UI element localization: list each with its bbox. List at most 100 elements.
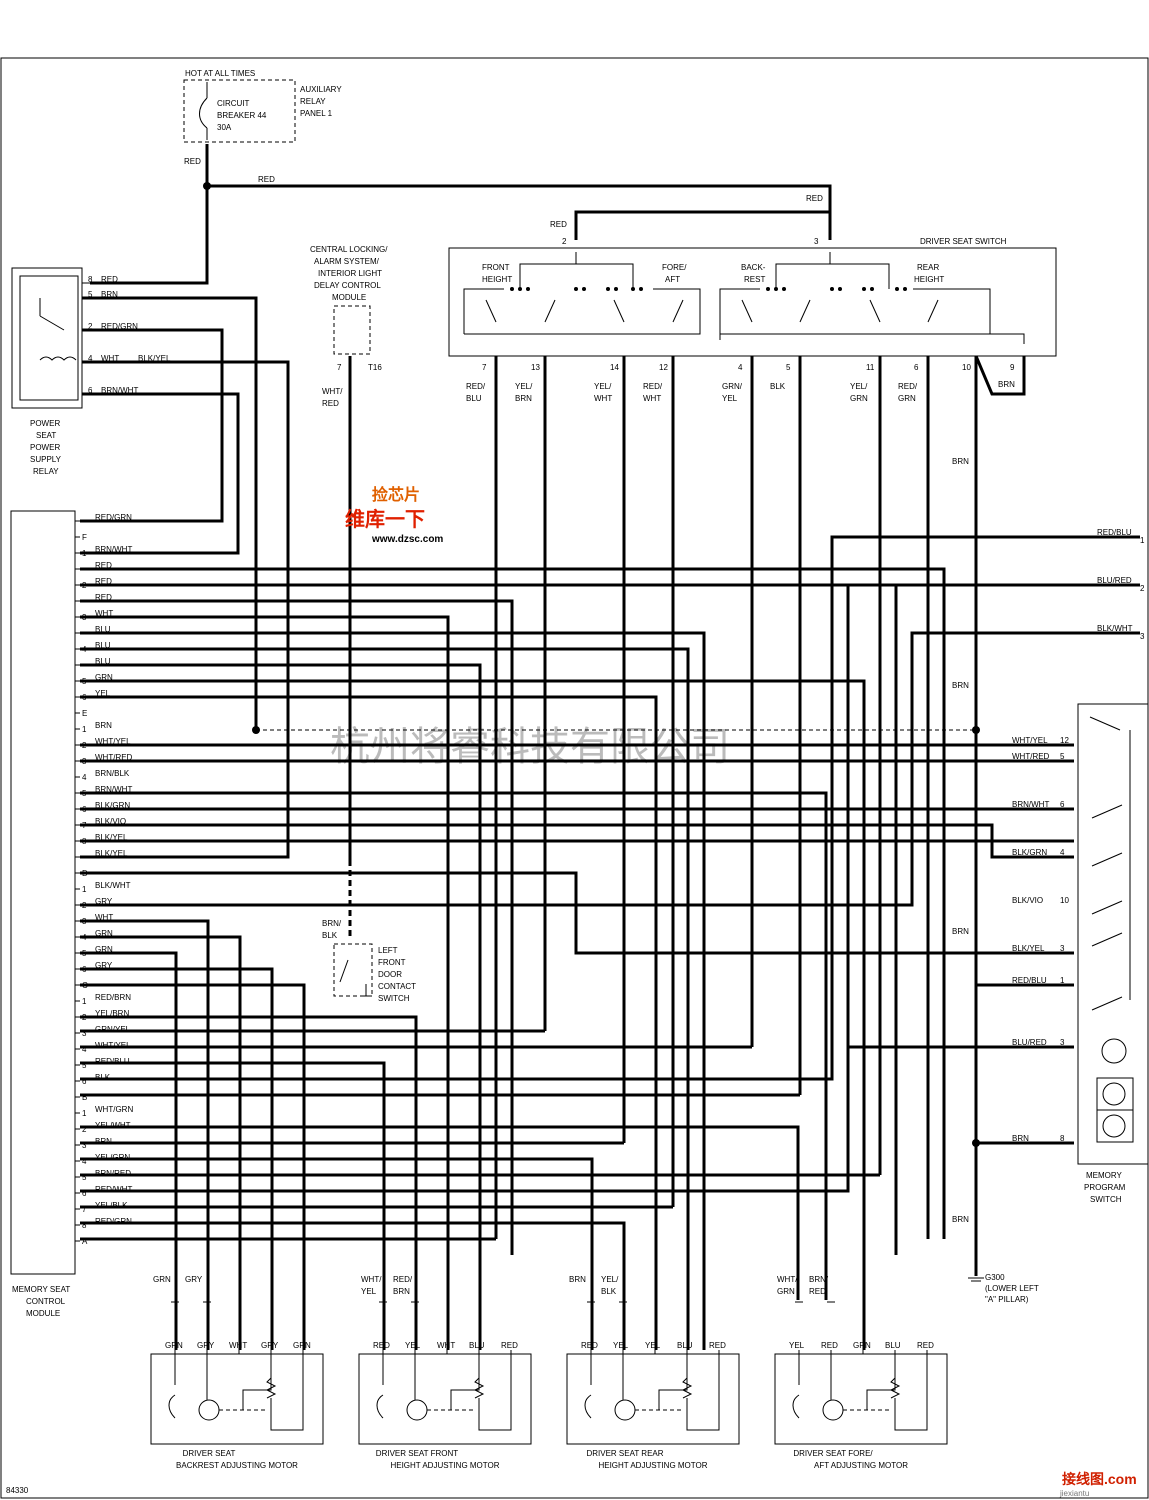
- ground-line-1: (LOWER LEFT: [985, 1284, 1039, 1293]
- motor-connector-label-1: YEL/: [601, 1275, 619, 1284]
- relay-red-grn-wire: [80, 328, 224, 523]
- brn-label-4: BRN: [952, 1215, 969, 1224]
- module-wire-label: WHT/GRN: [95, 1105, 133, 1114]
- central-locking-module: CENTRAL LOCKING/ ALARM SYSTEM/ INTERIOR …: [310, 245, 388, 408]
- motor-label-2: HEIGHT ADJUSTING MOTOR: [390, 1461, 499, 1470]
- relay-pin-6: 6: [88, 386, 93, 395]
- switch-wire-label-2: YEL: [722, 394, 738, 403]
- module-pin: 1: [82, 1109, 87, 1118]
- motor-label-2: BACKREST ADJUSTING MOTOR: [176, 1461, 298, 1470]
- motor-connector-label-1: WHT/: [361, 1275, 382, 1284]
- switch-pin-labels: 7RED/BLU13YEL/BRN14YEL/WHT12RED/WHT4GRN/…: [466, 363, 1015, 403]
- switch-contacts: [510, 287, 907, 291]
- switch-pin-number: 11: [866, 363, 875, 372]
- red-label-switch: RED: [806, 194, 823, 203]
- relay-panel-line-1: AUXILIARY: [300, 85, 342, 94]
- motor-icon: [198, 1399, 220, 1421]
- mps-pin: 10: [1060, 896, 1069, 905]
- mps-label-3: SWITCH: [1090, 1195, 1122, 1204]
- module-wire-label: WHT: [95, 609, 113, 618]
- module-wire-label: RED: [95, 577, 112, 586]
- motor-label-1: DRIVER SEAT FRONT: [376, 1449, 458, 1458]
- module-pin: F: [82, 533, 87, 542]
- ext-pin: 2: [1140, 584, 1145, 593]
- mps-label-1: MEMORY: [1086, 1171, 1123, 1180]
- brn-label-1: BRN: [952, 457, 969, 466]
- switch-pin-number: 4: [738, 363, 743, 372]
- module-wire-label: WHT: [95, 913, 113, 922]
- mps-pin: 3: [1060, 1038, 1065, 1047]
- switch-wire-label-1: RED/: [643, 382, 663, 391]
- motor-pin-label: GRN: [165, 1341, 183, 1350]
- group-back: BACK-: [741, 263, 766, 272]
- red-wire-label: RED: [184, 157, 201, 166]
- motor-thermal-icon: [792, 1354, 800, 1419]
- brn-label-2: BRN: [952, 681, 969, 690]
- mps-pin: 8: [1060, 1134, 1065, 1143]
- ext-wire-label: BLU/RED: [1097, 576, 1132, 585]
- switch-pin-number: 9: [1010, 363, 1015, 372]
- switch-wire-label-2: BRN: [515, 394, 532, 403]
- module-pin: A: [82, 1237, 88, 1246]
- motor-pin-label: WHT: [437, 1341, 455, 1350]
- module-wire-label: BLK/VIO: [95, 817, 126, 826]
- mps-lamp-icon: [1101, 1038, 1127, 1064]
- module-wire-label: BLU: [95, 657, 111, 666]
- switch-pin-number: 12: [659, 363, 668, 372]
- corner-logo: 接线图.com: [1062, 1471, 1137, 1487]
- switch-pin-number: 7: [482, 363, 487, 372]
- motor-label-2: AFT ADJUSTING MOTOR: [814, 1461, 908, 1470]
- motor-connector-label-2: BRN: [393, 1287, 410, 1296]
- mps-wire-label: BLK/VIO: [1012, 896, 1043, 905]
- mps-wire-label: WHT/YEL: [1012, 736, 1048, 745]
- central-line-5: MODULE: [332, 293, 366, 302]
- ext-pin: 3: [1140, 632, 1145, 641]
- power-supply-relay: 8 RED 5 BRN 2 RED/GRN 4 WHT BLK/YEL 6 BR…: [11, 267, 171, 476]
- motor-connector-label-2: GRN: [777, 1287, 795, 1296]
- group-height-1: HEIGHT: [482, 275, 512, 284]
- module-pin: 5: [82, 1061, 87, 1070]
- module-wire-label: BLK/GRN: [95, 801, 130, 810]
- relay-wire-brn-wht: BRN/WHT: [101, 386, 138, 395]
- motor-box: [358, 1353, 532, 1445]
- module-wire-label: BRN/WHT: [95, 545, 132, 554]
- potentiometer-icon: [681, 1377, 693, 1399]
- motor-pin-label: RED: [373, 1341, 390, 1350]
- module-wire-label: BLK/YEL: [95, 833, 128, 842]
- module-pin: E: [82, 709, 87, 718]
- motor-pin-label: YEL: [645, 1341, 661, 1350]
- motor-thermal-icon: [376, 1354, 384, 1419]
- switch-title: DRIVER SEAT SWITCH: [920, 237, 1007, 246]
- memory-seat-control-module: MEMORY SEAT CONTROL MODULE: [10, 510, 76, 1318]
- relay-wire-red-grn: RED/GRN: [101, 322, 138, 331]
- motor-pin-label: RED: [821, 1341, 838, 1350]
- switch-wire-label-1: YEL/: [850, 382, 868, 391]
- motor-pin-label: WHT: [229, 1341, 247, 1350]
- motor-connector-label-1: BRN/: [809, 1275, 829, 1284]
- motor-thermal-icon: [584, 1354, 592, 1419]
- corner-logo-small: jiexiantu: [1059, 1489, 1089, 1498]
- module-wire-label: GRY: [95, 961, 113, 970]
- ext-wire-label: BLK/WHT: [1097, 624, 1133, 633]
- switch-pin-number: 10: [962, 363, 971, 372]
- mps-pin: 6: [1060, 800, 1065, 809]
- ground-line-2: "A" PILLAR): [985, 1295, 1029, 1304]
- potentiometer-icon: [889, 1377, 901, 1399]
- group-fore: FORE/: [662, 263, 687, 272]
- module-wire-label: RED: [95, 593, 112, 602]
- relay-contact: [39, 315, 65, 331]
- relay-label-2: SEAT: [36, 431, 56, 440]
- relay-wht-wire: [80, 360, 290, 859]
- mps-pin: 12: [1060, 736, 1069, 745]
- motor-connector-label-1: WHT/: [777, 1275, 798, 1284]
- motor-label-1: DRIVER SEAT REAR: [586, 1449, 663, 1458]
- relay-panel-box: [183, 79, 296, 143]
- company-watermark: 杭州将睿科技有限公司: [330, 724, 730, 770]
- motor-pin-label: GRY: [261, 1341, 279, 1350]
- switch-pin-3: 3: [814, 237, 819, 246]
- motor-connector-label-1: GRY: [185, 1275, 203, 1284]
- switch-pin-number: 6: [914, 363, 919, 372]
